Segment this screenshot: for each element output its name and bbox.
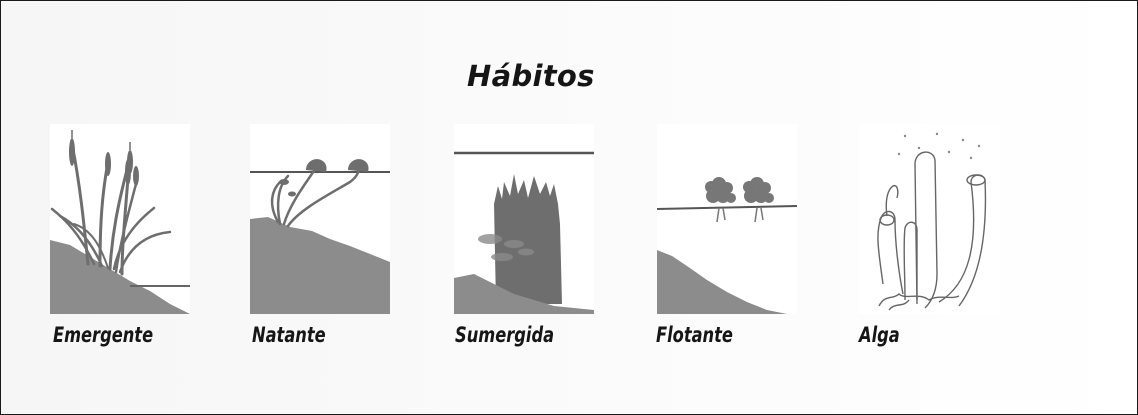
free-floating-plant-icon — [657, 177, 797, 314]
emergent-plant-icon — [50, 130, 190, 314]
submerged-plant-icon — [454, 151, 594, 314]
floating-leaved-plant-icon — [250, 159, 390, 314]
diagram-title: Hábitos — [467, 59, 595, 93]
habit-card-natante — [250, 124, 390, 314]
algae-icon — [877, 132, 987, 311]
habit-label-emergente: Emergente — [53, 323, 154, 347]
habit-card-alga — [859, 124, 999, 314]
habit-label-natante: Natante — [252, 323, 326, 347]
habit-label-sumergida: Sumergida — [455, 323, 555, 347]
habit-label-alga: Alga — [859, 323, 900, 347]
habit-card-sumergida — [454, 124, 594, 314]
habit-card-emergente — [50, 124, 190, 314]
habit-label-flotante: Flotante — [656, 323, 733, 347]
habit-card-flotante — [657, 124, 797, 314]
